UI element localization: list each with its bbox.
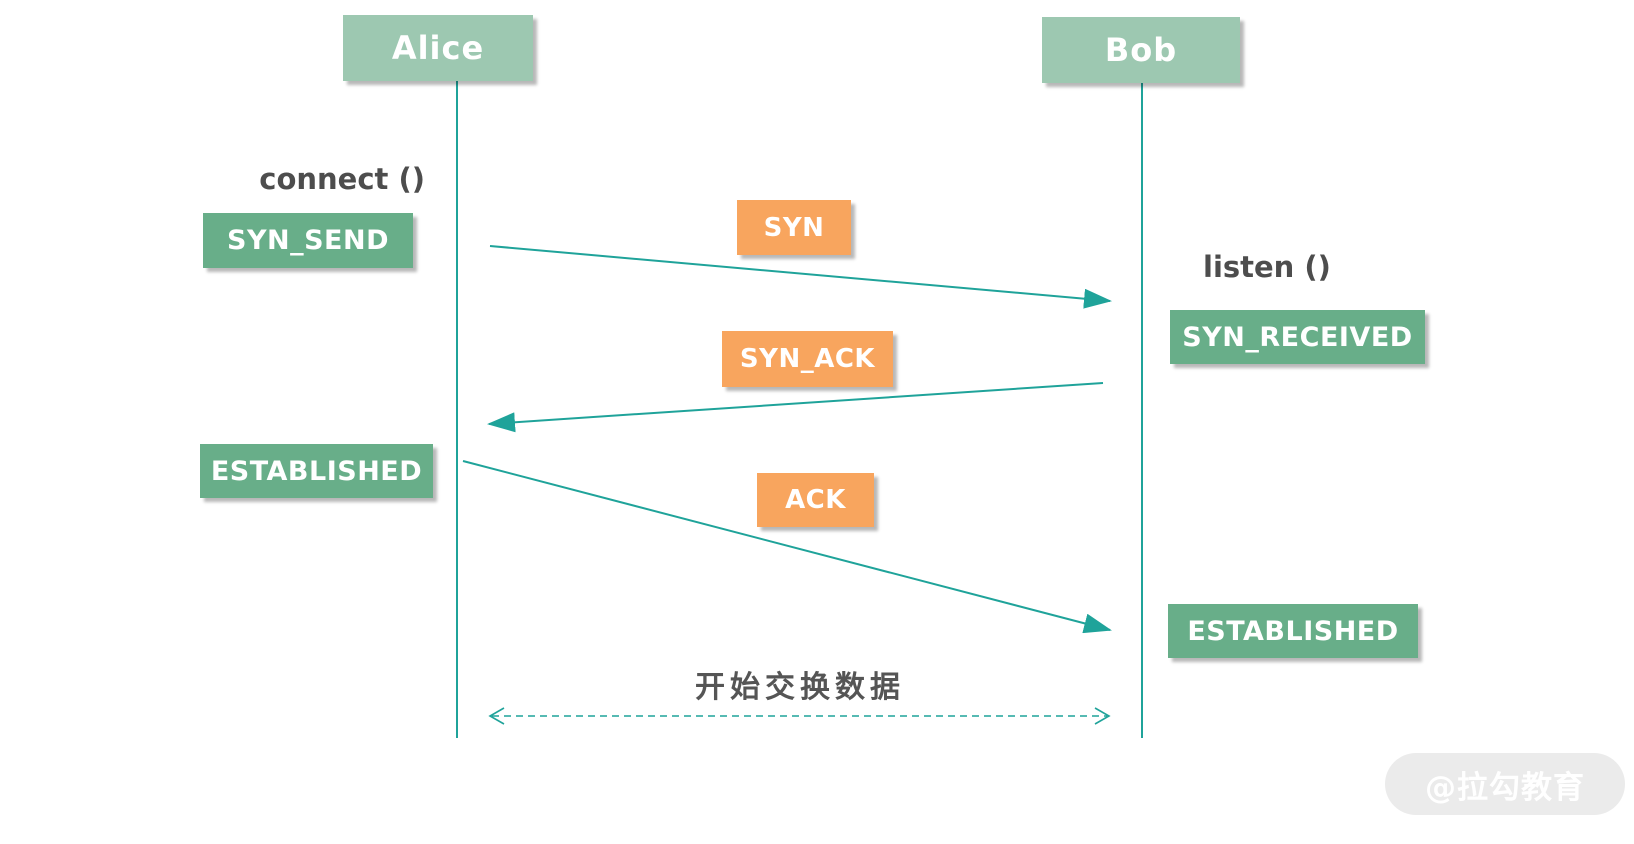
data-exchange-arrow	[488, 707, 1111, 725]
watermark-badge: @拉勾教育	[1385, 753, 1625, 815]
state-syn-received: SYN_RECEIVED	[1170, 310, 1425, 364]
state-established-right: ESTABLISHED	[1168, 604, 1418, 658]
connect-call-label: connect ()	[259, 162, 425, 196]
ack-arrow	[462, 460, 1112, 634]
message-ack: ACK	[757, 473, 874, 527]
listen-call-label: listen ()	[1203, 250, 1331, 284]
watermark-label: @拉勾教育	[1425, 769, 1585, 806]
actor-bob: Bob	[1042, 17, 1240, 83]
message-syn-ack: SYN_ACK	[722, 331, 893, 387]
right-chevron-icon	[1094, 707, 1111, 725]
state-established-left: ESTABLISHED	[200, 444, 433, 498]
state-syn-send: SYN_SEND	[203, 213, 413, 268]
syn-ack-arrow	[487, 382, 1104, 433]
actor-alice: Alice	[343, 15, 533, 81]
left-chevron-icon	[488, 707, 505, 725]
data-exchange-caption: 开始交换数据	[695, 670, 905, 705]
message-syn: SYN	[737, 200, 851, 255]
syn-arrow	[489, 245, 1112, 309]
